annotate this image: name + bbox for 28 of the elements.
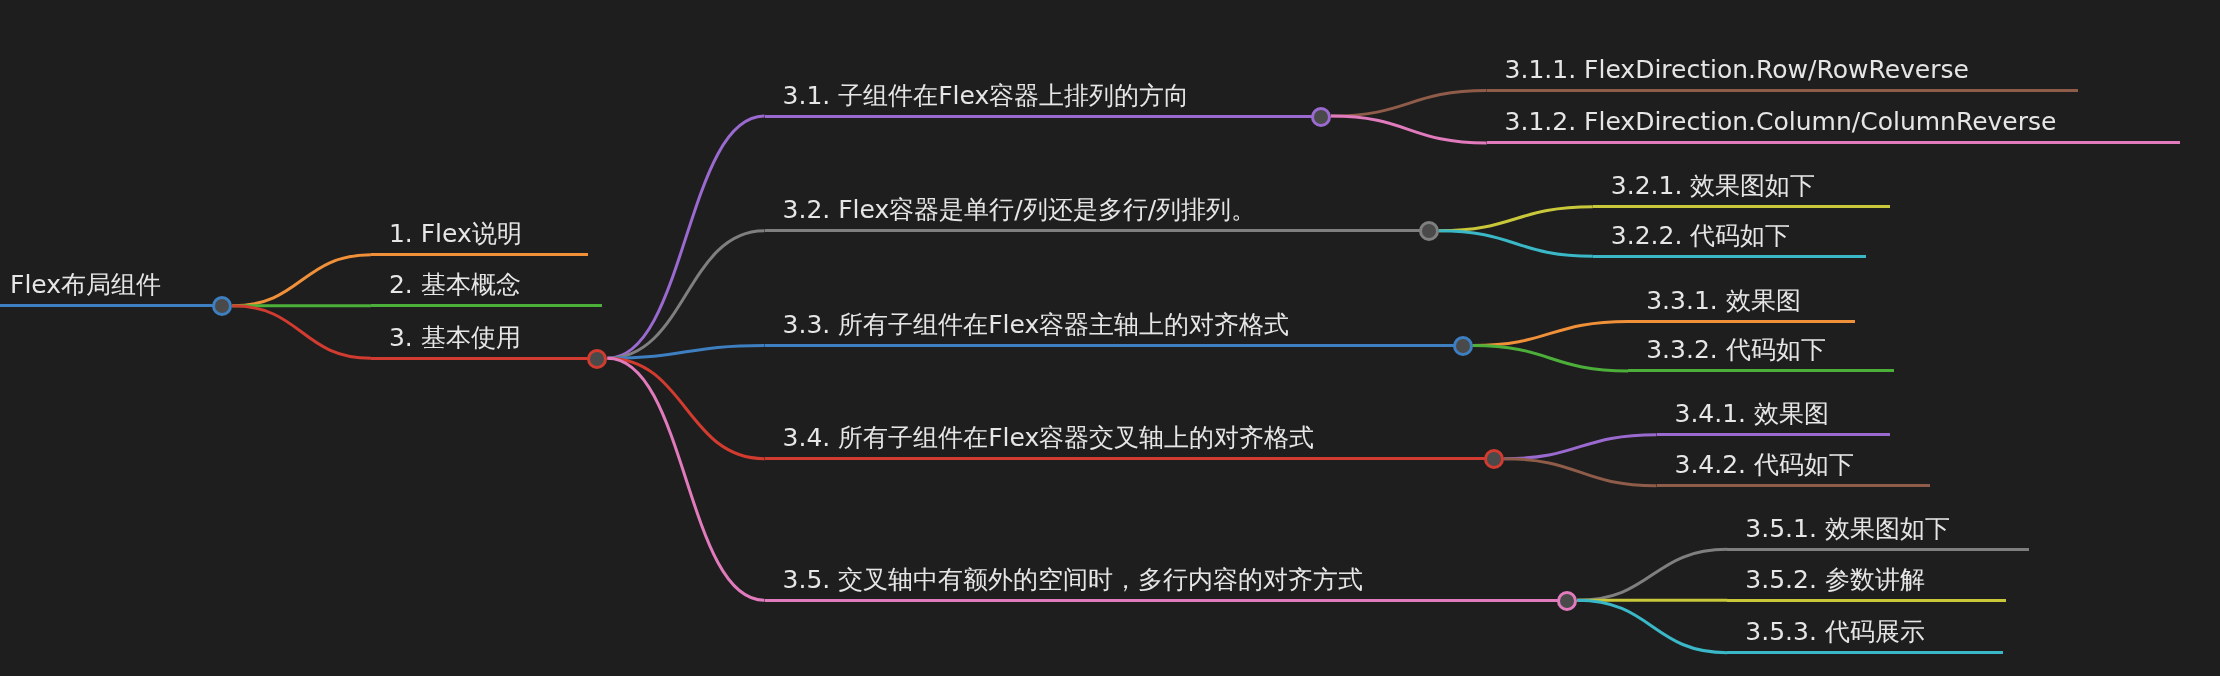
topic-label: 3. 基本使用 xyxy=(388,322,521,353)
topic-label: 2. 基本概念 xyxy=(388,270,521,301)
topic-label: 3.2. Flex容器是单行/列还是多行/列排列。 xyxy=(782,195,1257,226)
topic-label: 3.1. 子组件在Flex容器上排列的方向 xyxy=(782,80,1190,111)
topic-label: 3.2.2. 代码如下 xyxy=(1610,220,1791,251)
branch-connector xyxy=(1503,457,1657,488)
topic-label: 3.2.1. 效果图如下 xyxy=(1610,171,1816,202)
branch-connector xyxy=(1472,343,1629,373)
topic-label: 3.1.1. FlexDirection.Row/RowReverse xyxy=(1504,55,1969,86)
branch-connector xyxy=(232,304,372,360)
topic-label: 3.4. 所有子组件在Flex容器交叉轴上的对齐格式 xyxy=(782,423,1315,454)
topic-label: 3.3.1. 效果图 xyxy=(1646,285,1801,316)
topic-label: 3.3. 所有子组件在Flex容器主轴上的对齐格式 xyxy=(782,309,1290,340)
topic-label: 3.3.2. 代码如下 xyxy=(1646,335,1826,366)
topic-label: 3.5.1. 效果图如下 xyxy=(1745,513,1950,544)
topic-label: 1. Flex说明 xyxy=(388,219,522,250)
topic-label: 3.4.1. 效果图 xyxy=(1674,399,1829,430)
topic-label: 3.4.2. 代码如下 xyxy=(1674,450,1854,481)
branch-connector xyxy=(1330,114,1487,145)
topic-label: 3.5.3. 代码展示 xyxy=(1745,617,1925,648)
topic-label: 3.1.2. FlexDirection.Column/ColumnReverse xyxy=(1504,107,2057,138)
branch-connector xyxy=(1438,229,1593,258)
topic-label: 3.5. 交叉轴中有额外的空间时，多行内容的对齐方式 xyxy=(782,564,1364,595)
topic-label: Flex布局组件 xyxy=(10,270,162,301)
branch-connector xyxy=(607,356,765,602)
topic-label: 3.5.2. 参数讲解 xyxy=(1745,564,1925,595)
branch-connector xyxy=(607,114,765,360)
branch-connector xyxy=(1577,598,1728,655)
